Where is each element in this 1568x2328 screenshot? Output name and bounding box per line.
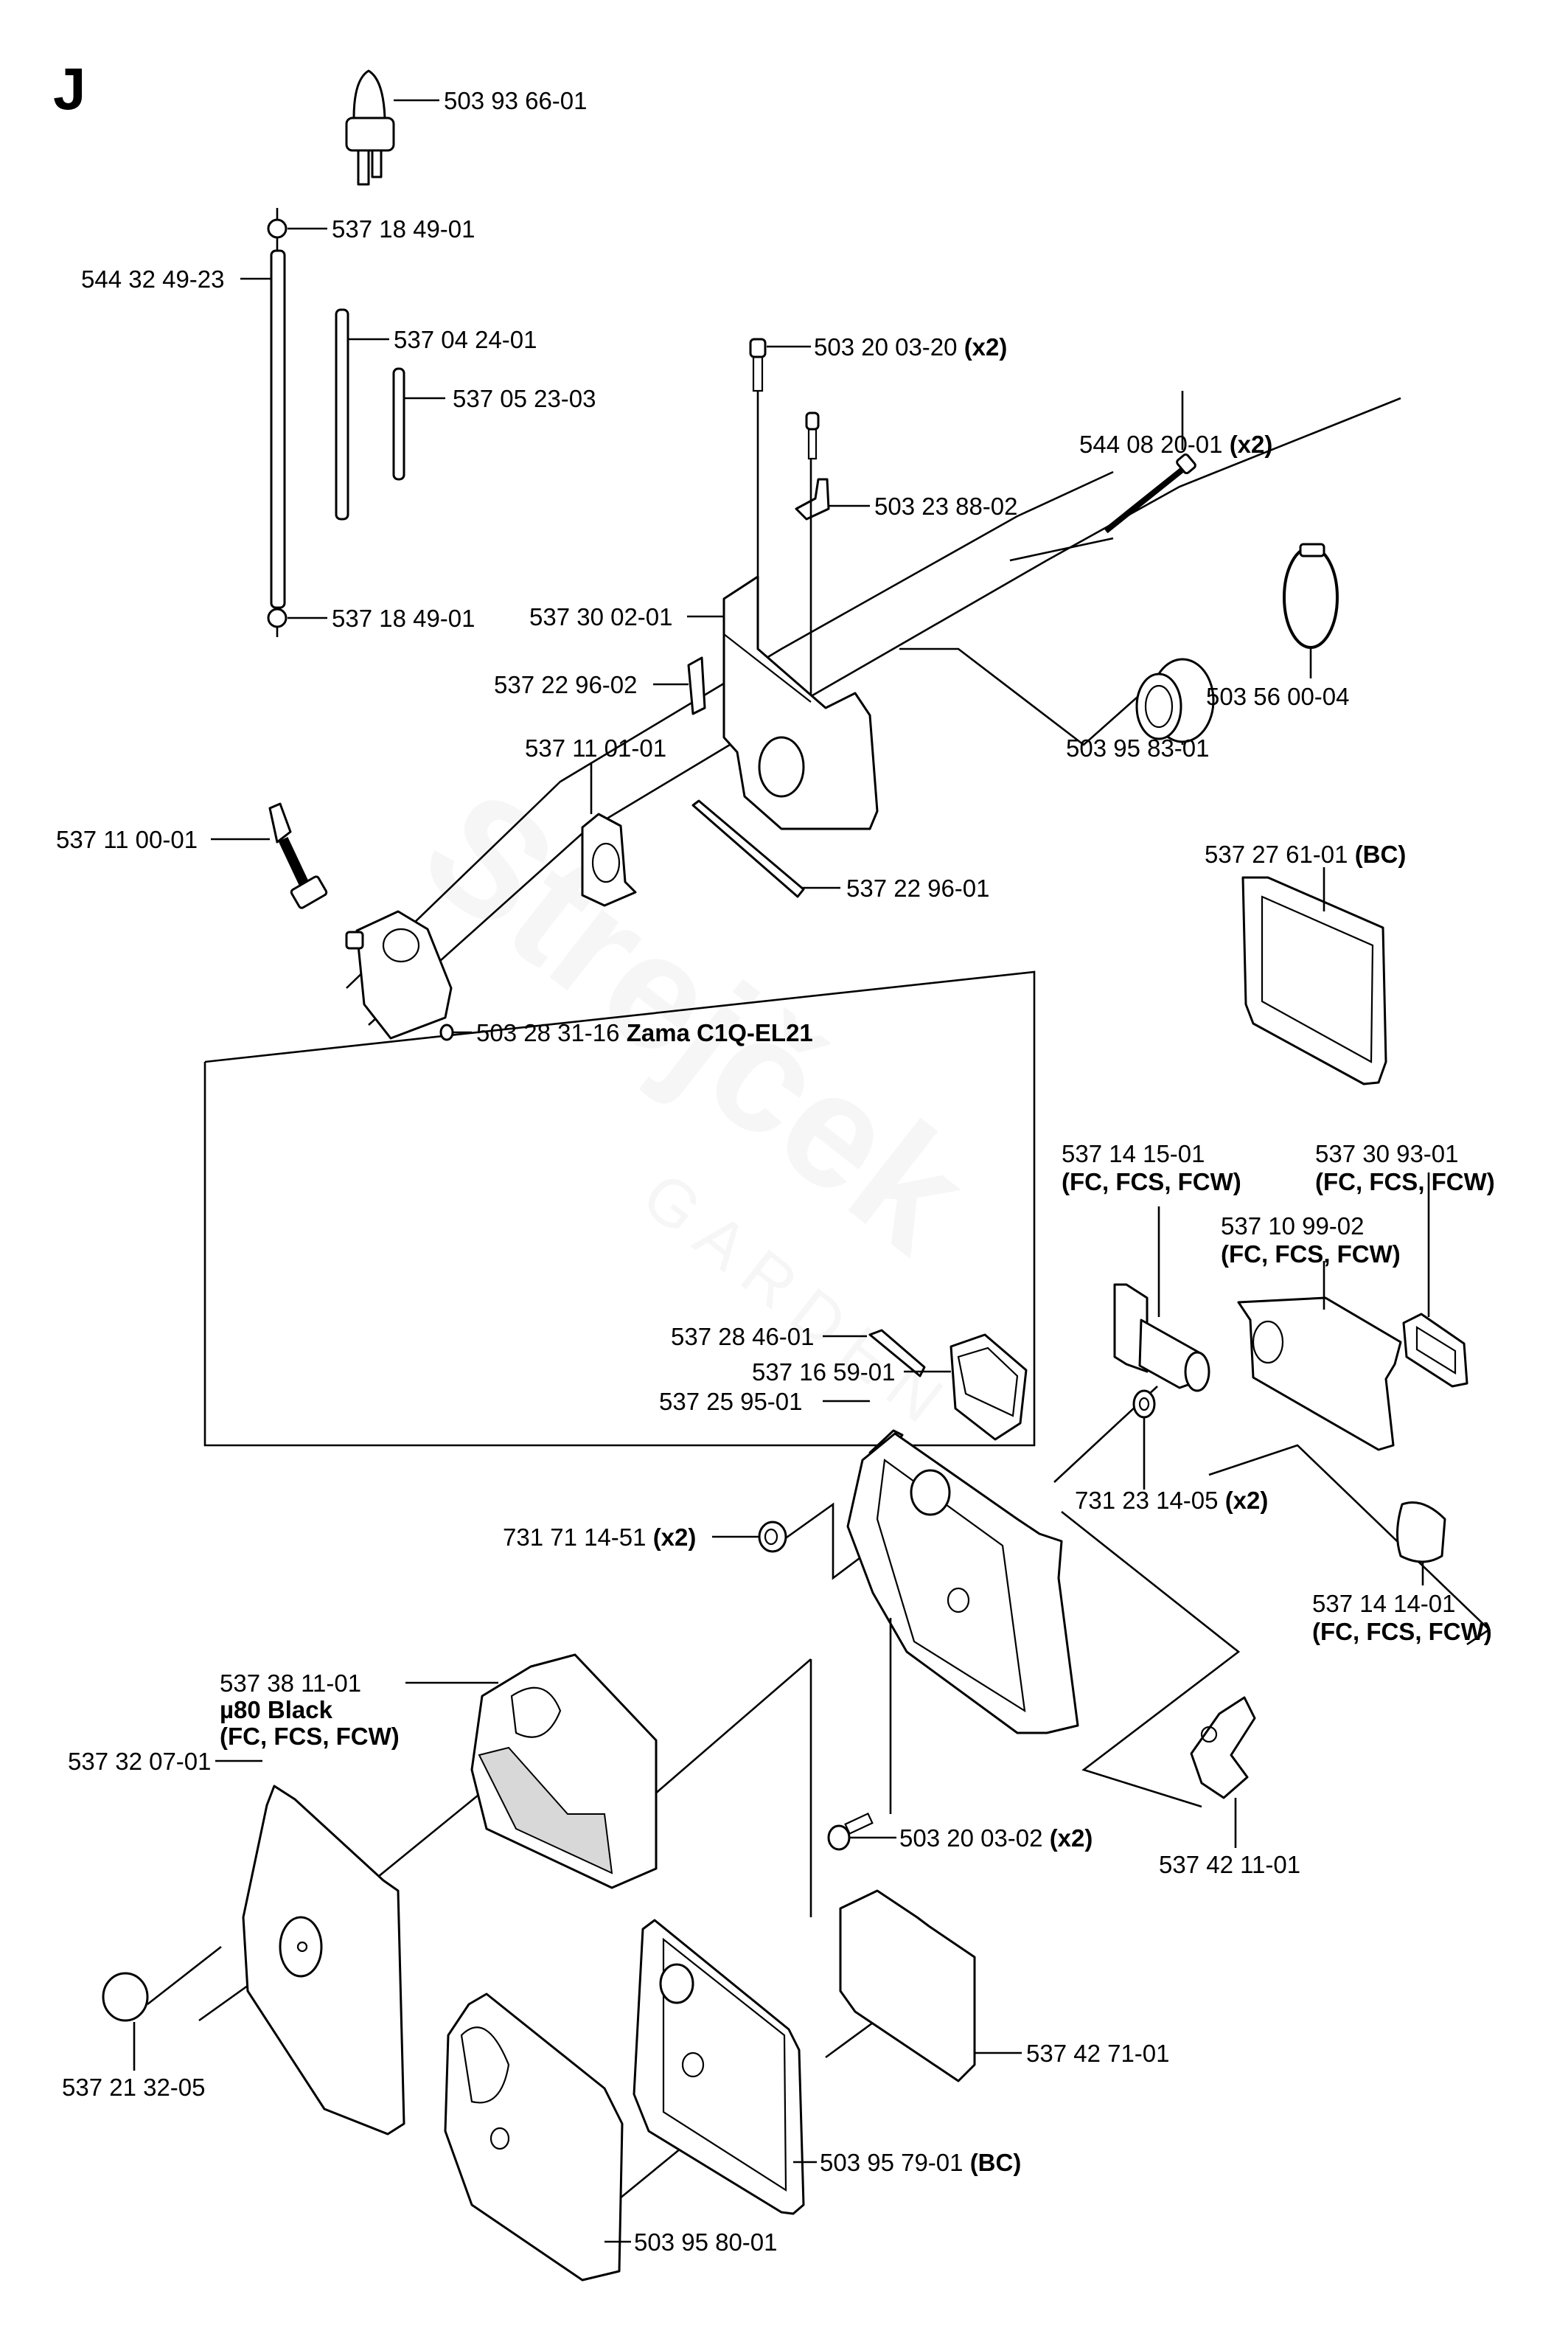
screw-bottom-part[interactable] (827, 1618, 896, 1851)
label-hose-long[interactable]: 544 32 49-23 (81, 265, 225, 293)
label-nipple[interactable]: 537 28 46-01 (671, 1323, 815, 1350)
intake-part[interactable] (1135, 658, 1215, 745)
cover-part[interactable] (215, 1759, 405, 2136)
hose-long-part[interactable] (240, 249, 286, 609)
filter-housing-part[interactable] (846, 1432, 1079, 1734)
label-cover[interactable]: 537 32 07-01 (68, 1748, 212, 1775)
label-flap[interactable]: 537 25 95-01 (659, 1388, 803, 1415)
label-choke-knob[interactable]: 537 11 00-01 (56, 826, 198, 853)
gasket-part[interactable] (581, 762, 637, 907)
nipple-part[interactable] (823, 1329, 926, 1377)
label-carburetor[interactable]: 503 28 31-16 Zama C1Q-EL21 (476, 1019, 813, 1046)
carb-holder-part[interactable] (687, 575, 879, 830)
label-carb-holder[interactable]: 537 30 02-01 (529, 603, 673, 630)
axis-carb-intake (368, 397, 1401, 1026)
label-seal-fc[interactable]: 537 30 93-01(FC, FCS, FCW) (1315, 1140, 1495, 1195)
choke-knob-part[interactable] (211, 802, 328, 909)
cap-fc-part[interactable] (1395, 1501, 1446, 1586)
label-filter-base-bc[interactable]: 503 95 79-01 (BC) (820, 2149, 1021, 2176)
cover-knob-part[interactable] (102, 1945, 222, 2071)
bolt-long-part[interactable] (1104, 391, 1196, 534)
label-gasket[interactable]: 537 11 01-01 (525, 734, 666, 762)
label-clamp[interactable]: 503 56 00-04 (1206, 683, 1350, 710)
label-cap-fc[interactable]: 537 14 14-01(FC, FCS, FCW) (1312, 1590, 1492, 1645)
label-pad-small[interactable]: 537 22 96-02 (494, 671, 638, 698)
label-screw-bottom[interactable]: 503 20 03-02 (x2) (899, 1824, 1093, 1852)
label-pad-long[interactable]: 537 22 96-01 (846, 875, 990, 902)
axis-carb-box (203, 970, 1036, 1447)
nut-right-part[interactable] (1132, 1389, 1156, 1490)
o-ring-top-part[interactable] (267, 218, 327, 239)
label-nut-left[interactable]: 731 71 14-51 (x2) (503, 1523, 696, 1551)
label-hose-mid[interactable]: 537 04 24-01 (394, 326, 537, 353)
part-labels: 503 93 66-01 537 18 49-01 544 32 49-23 5… (56, 87, 1495, 2256)
filter-plate-bc-part[interactable] (1241, 867, 1387, 1085)
tube-fc-part[interactable] (1113, 1206, 1210, 1392)
label-hose-short[interactable]: 537 05 23-03 (453, 385, 596, 412)
section-letter: J (53, 56, 86, 122)
label-screw-top[interactable]: 503 20 03-20 (x2) (814, 333, 1007, 361)
axis-intake (899, 647, 1151, 746)
label-o-ring-top[interactable]: 537 18 49-01 (332, 215, 475, 243)
label-filter-plate-bc[interactable]: 537 27 61-01 (BC) (1205, 841, 1406, 868)
label-foam[interactable]: 537 42 71-01 (1026, 2040, 1170, 2067)
valve-block-part[interactable] (904, 1333, 1028, 1441)
label-valve-block[interactable]: 537 16 59-01 (752, 1358, 896, 1386)
seal-fc-part[interactable] (1402, 1172, 1468, 1388)
housing-fc-part[interactable] (1237, 1261, 1402, 1451)
filter-fc-part[interactable] (405, 1653, 658, 1889)
label-bracket[interactable]: 503 23 88-02 (874, 493, 1018, 520)
label-intake[interactable]: 503 95 83-01 (1066, 734, 1210, 762)
label-lever[interactable]: 537 42 11-01 (1159, 1851, 1300, 1878)
axis-lever (1061, 1510, 1241, 1808)
hose-mid-part[interactable] (335, 308, 389, 521)
filter-base-bc-part[interactable] (633, 1919, 817, 2215)
label-bolt-long[interactable]: 544 08 20-01 (x2) (1079, 431, 1272, 458)
label-primer-bulb[interactable]: 503 93 66-01 (444, 87, 588, 114)
label-nut-right[interactable]: 731 23 14-05 (x2) (1075, 1487, 1268, 1514)
axis-filter (648, 1658, 812, 1800)
label-housing-fc[interactable]: 537 10 99-02(FC, FCS, FCW) (1221, 1212, 1401, 1268)
pad-small-part[interactable] (653, 656, 706, 715)
axis-bolt (1009, 537, 1114, 562)
nut-left-part[interactable] (712, 1521, 787, 1553)
screw-top-part[interactable] (749, 338, 811, 590)
axis-housing-cap (1208, 1444, 1491, 1646)
label-filter-cover-bc[interactable]: 503 95 80-01 (634, 2228, 778, 2256)
clamp-part[interactable] (1283, 543, 1339, 678)
lever-part[interactable] (1190, 1696, 1256, 1848)
filter-cover-bc-part[interactable] (444, 1992, 631, 2282)
label-cover-knob[interactable]: 537 21 32-05 (62, 2074, 206, 2101)
o-ring-bottom-part[interactable] (267, 608, 327, 628)
axis-carb-holder (346, 470, 1114, 989)
label-o-ring-bottom[interactable]: 537 18 49-01 (332, 605, 475, 632)
pad-long-part[interactable] (691, 799, 840, 898)
label-tube-fc[interactable]: 537 14 15-01(FC, FCS, FCW) (1062, 1140, 1241, 1195)
carburetor-part[interactable] (345, 910, 472, 1041)
hose-short-part[interactable] (392, 367, 445, 481)
foam-part[interactable] (839, 1889, 1022, 2082)
primer-bulb-part[interactable] (345, 69, 439, 186)
